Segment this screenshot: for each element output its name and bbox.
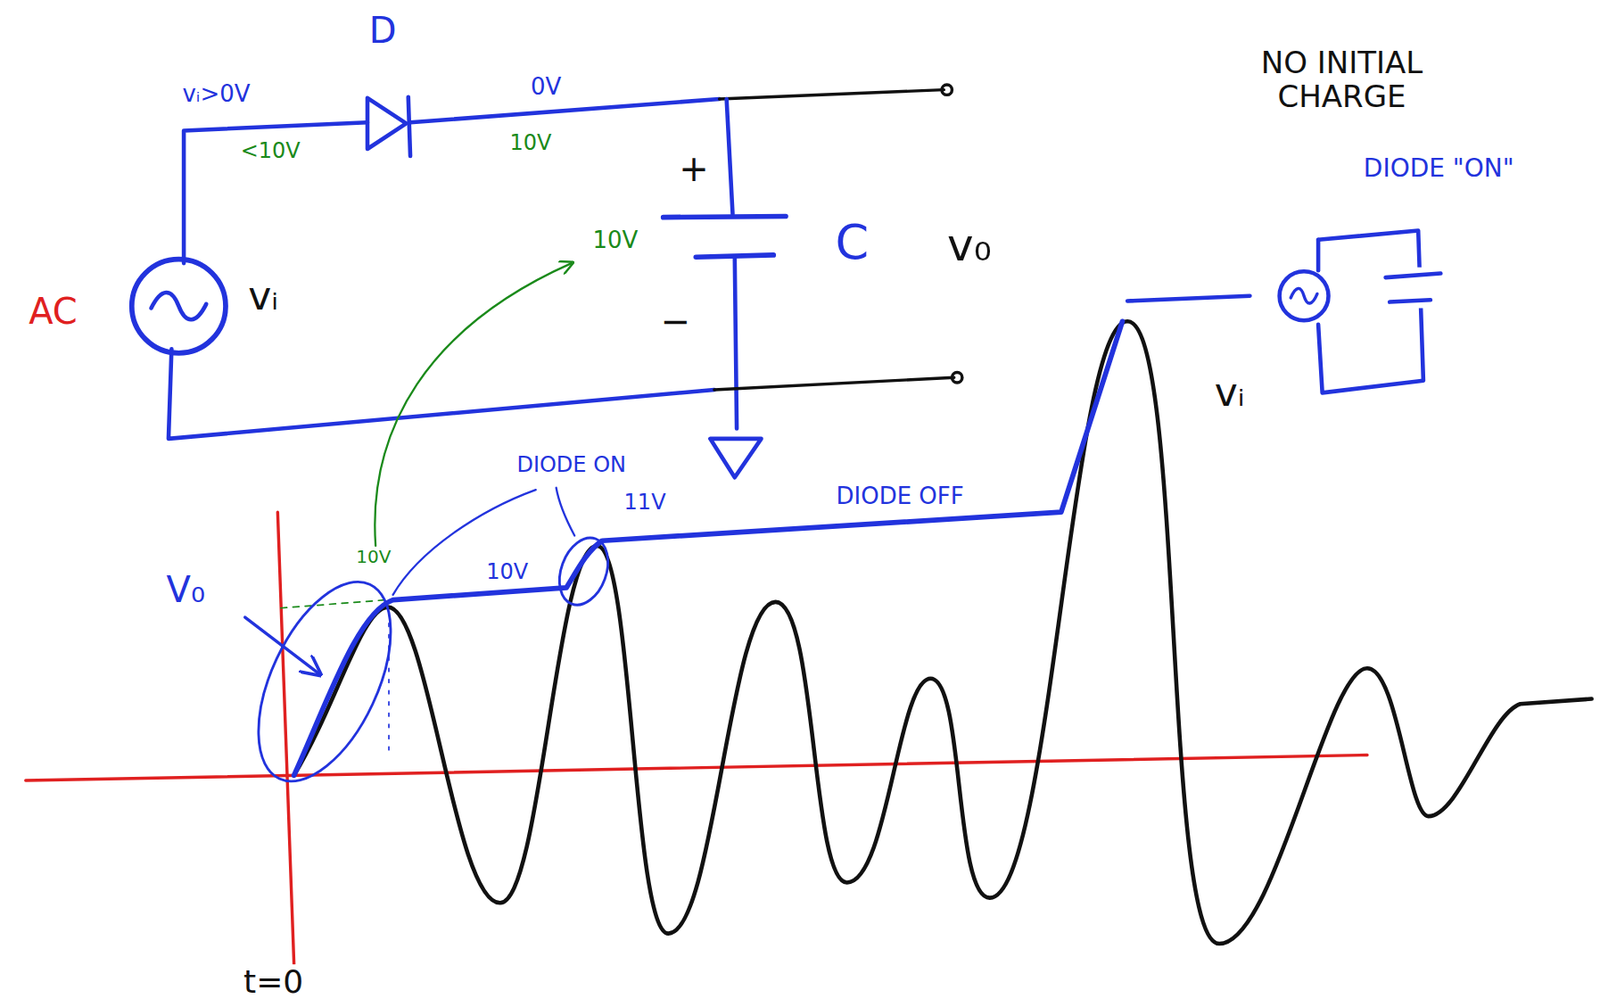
wire [168, 348, 715, 439]
wire [726, 98, 734, 215]
wire [1316, 239, 1321, 271]
guide-line [280, 600, 387, 609]
capacitor-plate [663, 216, 786, 218]
annotation-label: 11V [621, 490, 669, 514]
wire [410, 98, 720, 123]
time-axis [25, 754, 1368, 781]
input-waveform [294, 321, 1592, 944]
annotation-label: DIODE "ON" [1360, 154, 1518, 182]
annotation-label: v₀ [944, 220, 995, 270]
highlight-ellipse [230, 561, 418, 801]
diode-symbol [367, 98, 406, 149]
pointer-arrow [374, 263, 571, 546]
terminal [941, 84, 952, 95]
annotation-label: NO INITIAL CHARGE [1192, 46, 1493, 114]
annotation-label: vᵢ [1212, 371, 1248, 414]
annotation-label: 10V [589, 227, 641, 254]
wire [714, 377, 955, 390]
annotation-label: <10V [238, 139, 304, 163]
ac-source [1279, 271, 1329, 321]
leader-line [393, 489, 537, 595]
output-trace [294, 321, 1123, 776]
wire [719, 90, 945, 99]
wire [183, 122, 368, 264]
gap [1379, 267, 1442, 309]
pointer-arrow [245, 617, 319, 674]
annotation-label: − [658, 301, 694, 341]
annotation-label: D [366, 10, 400, 50]
annotation-label: C [832, 216, 872, 270]
ac-tilde [150, 292, 207, 320]
terminal [951, 372, 962, 383]
annotation-label: 10V [353, 546, 394, 567]
ac-tilde [1290, 288, 1318, 304]
annotation-label: vᵢ>0V [179, 81, 253, 108]
annotation-label: DIODE OFF [832, 483, 966, 510]
annotation-label: vᵢ [245, 274, 281, 318]
annotation-label: 10V [483, 560, 531, 584]
voltage-axis [277, 511, 294, 965]
wire [734, 256, 737, 429]
ac-source [131, 259, 226, 354]
ground-symbol [709, 438, 761, 478]
capacitor-plate [1385, 273, 1442, 279]
capacitor-plate [1389, 299, 1431, 302]
annotation-label: AC [25, 291, 81, 331]
leader-line [556, 487, 576, 537]
annotation-label: t=0 [240, 964, 306, 1000]
output-level [1127, 296, 1250, 302]
annotation-label: 0V [527, 74, 564, 100]
highlight-ellipse [551, 530, 618, 611]
diode-bar [408, 97, 411, 157]
annotation-label: V₀ [164, 569, 208, 610]
annotation-label: DIODE ON [513, 452, 629, 476]
annotation-label: 10V [506, 131, 554, 155]
annotation-label: + [676, 148, 712, 189]
wire [1318, 230, 1424, 394]
